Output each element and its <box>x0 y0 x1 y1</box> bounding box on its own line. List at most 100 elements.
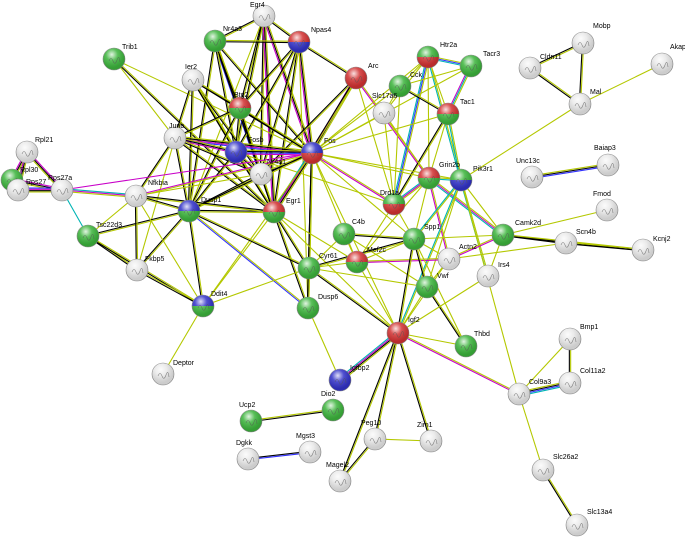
edge-line-textmining <box>87 211 190 238</box>
edge-line-curated <box>392 56 428 205</box>
node-gloss <box>383 193 405 215</box>
node-fkbp5[interactable]: Fkbp5 <box>125 256 165 282</box>
node-vwf[interactable]: Vwf <box>415 273 449 299</box>
node-nr4a3[interactable]: Nr4a3 <box>203 26 242 53</box>
edge-line-textmining <box>308 267 428 288</box>
node-actn2[interactable]: Actn2 <box>437 244 477 271</box>
node-rps27[interactable]: Rps27 <box>6 178 46 202</box>
node-camk2d[interactable]: Camk2d <box>491 220 541 247</box>
node-gnb[interactable]: Grin2b <box>417 162 460 190</box>
node-gloss <box>229 97 251 119</box>
node-spp1[interactable]: Spp1 <box>402 224 440 251</box>
edge-htr2a-drd1a <box>392 56 430 205</box>
node-btg2[interactable]: Btg2 <box>228 92 252 120</box>
edge-line-textmining <box>311 152 415 240</box>
node-slc17a6[interactable]: Slc17a6 <box>372 93 397 125</box>
edge-line-textmining <box>239 41 301 109</box>
edge-line-experimental <box>311 153 395 206</box>
node-pik3r1[interactable]: Pik3r1 <box>449 166 493 192</box>
edge-line-textmining <box>135 153 313 198</box>
structure-glyph <box>421 285 434 292</box>
node-peg10[interactable]: Peg10 <box>361 420 387 451</box>
node-dusp1[interactable]: Dusp1 <box>177 197 221 223</box>
edge-col9a3-slc26a2 <box>518 393 544 471</box>
node-nfkbia[interactable]: Nfkbia <box>124 180 168 208</box>
node-drd1a[interactable]: Drd1a <box>380 190 406 216</box>
node-mgst3[interactable]: Mgst3 <box>296 433 322 464</box>
node-label: Cldn11 <box>540 54 562 61</box>
edge-line-textmining <box>250 408 334 421</box>
node-label: Rpl30 <box>20 167 38 174</box>
edge-line-textmining <box>175 137 191 212</box>
node-kcnj2[interactable]: Kcnj2 <box>631 236 671 262</box>
node-gloss <box>263 201 285 223</box>
edge-fos-igf2 <box>311 152 399 334</box>
node-thbd[interactable]: Thbd <box>454 331 490 358</box>
node-col11a2[interactable]: Col11a2 <box>558 368 606 395</box>
node-dgkk[interactable]: Dgkk <box>236 440 260 471</box>
edge-vwf-thbd <box>425 286 468 347</box>
edge-line-experimental <box>135 151 313 196</box>
edge-line-coexpression <box>373 332 398 440</box>
node-cyr61[interactable]: Cyr61 <box>297 253 338 280</box>
node-fos[interactable]: Fos <box>300 138 336 165</box>
node-label: Unc13c <box>516 158 540 165</box>
edge-dusp6-igfbp2 <box>307 307 341 381</box>
node-ier2[interactable]: Ier2 <box>181 64 205 92</box>
node-igf2[interactable]: Igf2 <box>386 317 420 345</box>
edge-line-textmining <box>383 112 430 179</box>
edge-btg2-fos <box>239 106 313 155</box>
node-arc[interactable]: Arc <box>344 63 379 90</box>
node-ddit4[interactable]: Ddit4 <box>191 291 227 318</box>
node-zim1[interactable]: Zim1 <box>417 422 443 453</box>
edge-mal-akap1 <box>579 63 663 105</box>
node-unc13c[interactable]: Unc13c <box>516 158 544 189</box>
edge-line-textmining <box>448 242 567 260</box>
node-akap1[interactable]: Akap1 <box>650 44 685 76</box>
node-col9a3[interactable]: Col9a3 <box>507 379 551 406</box>
node-label: Bmp1 <box>580 324 598 331</box>
node-dusp6[interactable]: Dusp6 <box>296 294 338 320</box>
node-fosb[interactable]: Fosb <box>224 137 264 164</box>
node-htr2a[interactable]: Htr2a <box>416 42 457 69</box>
node-fmod[interactable]: Fmod <box>593 191 619 222</box>
node-egr4[interactable]: Egr4 <box>250 2 276 28</box>
node-mal[interactable]: Mal <box>568 89 602 116</box>
node-gloss <box>250 163 272 185</box>
node-tacr3[interactable]: Tacr3 <box>459 51 500 78</box>
node-npas4[interactable]: Npas4 <box>287 27 331 54</box>
node-junb[interactable]: Junb <box>163 123 187 150</box>
node-scn4b[interactable]: Scn4b <box>554 229 596 255</box>
node-ucp2[interactable]: Ucp2 <box>239 402 263 433</box>
node-c4b[interactable]: C4b <box>332 219 365 246</box>
node-gloss <box>288 31 310 53</box>
node-cldn11[interactable]: Cldn11 <box>518 54 562 80</box>
node-nr4a1[interactable]: Nr4a1 <box>249 159 286 186</box>
node-slc13a4[interactable]: Slc13a4 <box>565 509 612 537</box>
node-gloss <box>77 225 99 247</box>
node-dio2[interactable]: Dio2 <box>321 391 345 422</box>
node-rpl21[interactable]: Rpl21 <box>15 137 53 164</box>
node-tac1[interactable]: Tac1 <box>436 99 475 126</box>
edge-line-textmining <box>461 179 490 277</box>
node-label: Npas4 <box>311 27 331 34</box>
node-baiap3[interactable]: Baiap3 <box>594 145 620 177</box>
node-label: Fkbp5 <box>145 256 165 263</box>
node-deptor[interactable]: Deptor <box>151 360 195 386</box>
node-bmp1[interactable]: Bmp1 <box>558 324 598 351</box>
node-gloss <box>299 441 321 463</box>
node-slc26a2[interactable]: Slc26a2 <box>531 454 578 482</box>
node-igfbp2[interactable]: Igfbp2 <box>328 365 370 392</box>
node-cck[interactable]: Cck <box>388 72 423 98</box>
node-trib1[interactable]: Trib1 <box>102 44 138 71</box>
node-gloss <box>16 141 38 163</box>
node-mobp[interactable]: Mobp <box>571 23 611 55</box>
edge-line-coexpression <box>173 137 189 212</box>
node-rps27a[interactable]: Rps27a <box>48 175 74 202</box>
node-egr1[interactable]: Egr1 <box>262 198 301 224</box>
node-irs4[interactable]: Irs4 <box>476 262 510 288</box>
node-mef2c[interactable]: Mef2c <box>345 247 387 274</box>
node-tsc22d3[interactable]: Tsc22d3 <box>76 222 122 248</box>
structure-glyph <box>392 331 405 338</box>
node-magel2[interactable]: Magel2 <box>326 462 352 493</box>
